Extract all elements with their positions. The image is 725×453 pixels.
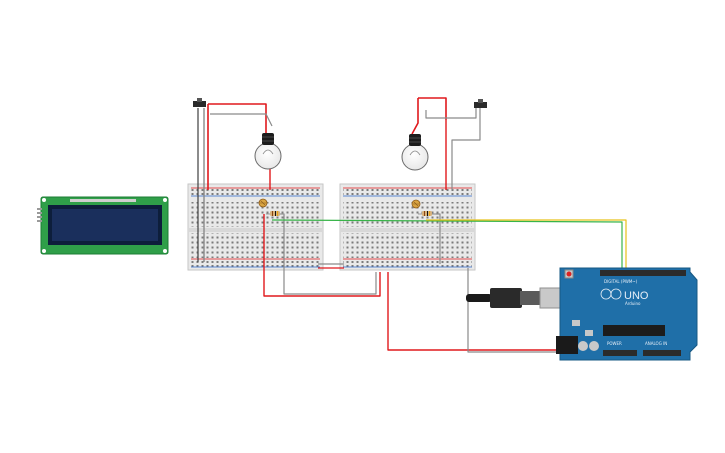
capacitor bbox=[578, 341, 588, 351]
wire-gray[interactable] bbox=[425, 108, 477, 119]
voltage-regulator bbox=[572, 320, 580, 326]
photoresistor-right[interactable] bbox=[411, 199, 421, 209]
wire-red[interactable] bbox=[263, 214, 381, 297]
photoresistor-left[interactable] bbox=[258, 198, 268, 208]
arduino-logo-icon bbox=[610, 288, 622, 300]
lcd-mount-hole bbox=[42, 198, 46, 202]
wire-red[interactable] bbox=[387, 272, 566, 351]
wire-gray[interactable] bbox=[451, 108, 481, 190]
wire-yellow[interactable] bbox=[426, 219, 627, 272]
lcd-pin-header bbox=[70, 199, 136, 202]
power-label: POWER bbox=[607, 341, 622, 346]
reset-button-cap bbox=[566, 271, 572, 277]
wire-red[interactable] bbox=[411, 98, 419, 135]
lcd-side-pins bbox=[37, 208, 42, 222]
brand-label: Arduino bbox=[625, 301, 641, 306]
analog-header bbox=[643, 350, 681, 356]
lcd-display[interactable] bbox=[37, 196, 169, 255]
atmega-chip bbox=[603, 325, 665, 336]
digital-header bbox=[600, 270, 686, 276]
breadboard-left[interactable] bbox=[187, 183, 324, 271]
usb-cable[interactable] bbox=[466, 287, 571, 309]
capacitor bbox=[589, 341, 599, 351]
wire-gray[interactable] bbox=[467, 268, 560, 353]
resistor-right[interactable] bbox=[418, 211, 436, 216]
bulb-right[interactable] bbox=[401, 134, 429, 171]
digital-label: DIGITAL (PWM~) bbox=[604, 279, 638, 284]
analog-label: ANALOG IN bbox=[645, 341, 667, 346]
crystal bbox=[585, 330, 593, 336]
lcd-mount-hole bbox=[42, 249, 46, 253]
wire-red[interactable] bbox=[418, 97, 447, 120]
dc-jack[interactable] bbox=[556, 336, 578, 354]
power-header bbox=[603, 350, 637, 356]
breadboard-right[interactable] bbox=[339, 183, 476, 271]
wire-red[interactable] bbox=[208, 103, 267, 134]
lcd-mount-hole bbox=[163, 198, 167, 202]
wire-gray[interactable] bbox=[210, 113, 273, 127]
switch-right[interactable] bbox=[474, 99, 487, 108]
bulb-left[interactable] bbox=[254, 133, 282, 170]
arduino-uno[interactable]: DIGITAL (PWM~) UNO Arduino POWER ANALOG … bbox=[556, 267, 698, 361]
board-label: UNO bbox=[624, 290, 649, 302]
resistor-left[interactable] bbox=[266, 211, 284, 216]
switch-left[interactable] bbox=[193, 98, 206, 107]
wire-green[interactable] bbox=[271, 219, 623, 272]
lcd-mount-hole bbox=[163, 249, 167, 253]
